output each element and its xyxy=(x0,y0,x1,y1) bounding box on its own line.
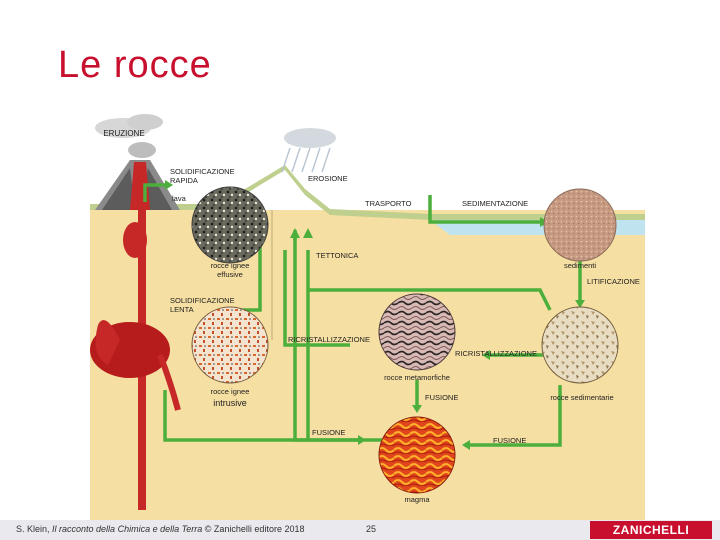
label-ricristallizzazione-left: RICRISTALLIZZAZIONE xyxy=(288,335,370,344)
footer-citation-title: Il racconto della Chimica e della Terra xyxy=(52,524,203,534)
footer-citation-suffix: © Zanichelli editore 2018 xyxy=(202,524,305,534)
label-solidificazione-rapida-2: RAPIDA xyxy=(170,176,198,185)
page-number: 25 xyxy=(366,524,377,534)
magma-conduit xyxy=(90,210,181,510)
eruption-cloud-icon xyxy=(95,114,163,158)
zanichelli-logo: ZANICHELLI xyxy=(590,521,712,539)
label-ignee-intrusive-1: rocce ignee xyxy=(211,387,250,396)
footer-bar xyxy=(0,520,720,540)
label-eruzione: ERUZIONE xyxy=(103,129,144,138)
label-sedimentazione: SEDIMENTAZIONE xyxy=(462,199,528,208)
sediments-sample xyxy=(543,188,617,262)
label-solidificazione-lenta-1: SOLIDIFICAZIONE xyxy=(170,296,235,305)
rain-cloud-icon xyxy=(281,128,336,173)
label-sedimenti: sedimenti xyxy=(564,261,596,270)
label-solidificazione-lenta-2: LENTA xyxy=(170,305,194,314)
igneous-effusive-rock-sample xyxy=(191,186,269,264)
label-trasporto: TRASPORTO xyxy=(365,199,412,208)
magma-sample xyxy=(378,416,456,494)
label-fusione-right: FUSIONE xyxy=(493,436,526,445)
label-fusione-center: FUSIONE xyxy=(425,393,458,402)
rock-cycle-diagram: ERUZIONE SOLIDIFICAZIONE RAPIDA lava ERO… xyxy=(90,114,645,520)
label-tettonica: TETTONICA xyxy=(316,251,358,260)
igneous-intrusive-rock-sample xyxy=(191,306,269,384)
metamorphic-rock-sample xyxy=(378,293,456,371)
label-erosione: EROSIONE xyxy=(308,174,348,183)
cycle-arrows xyxy=(143,183,582,447)
label-magma: magma xyxy=(404,495,430,504)
footer-citation: S. Klein, Il racconto della Chimica e de… xyxy=(16,524,304,534)
label-fusione-left: FUSIONE xyxy=(312,428,345,437)
sedimentary-rock-sample xyxy=(541,306,619,384)
label-litificazione: LITIFICAZIONE xyxy=(587,277,640,286)
footer-citation-prefix: S. Klein, xyxy=(16,524,53,534)
label-lava: lava xyxy=(172,194,187,203)
label-rocce-metamorfiche: rocce metamorfiche xyxy=(384,373,450,382)
label-ignee-intrusive-2: intrusive xyxy=(213,398,247,408)
label-ignee-effusive-1: rocce ignee xyxy=(211,261,250,270)
label-solidificazione-rapida-1: SOLIDIFICAZIONE xyxy=(170,167,235,176)
label-ignee-effusive-2: effusive xyxy=(217,270,243,279)
label-ricristallizzazione-right: RICRISTALLIZZAZIONE xyxy=(455,349,537,358)
slide-title: Le rocce xyxy=(58,44,212,86)
label-rocce-sedimentarie: rocce sedimentarie xyxy=(550,393,613,402)
